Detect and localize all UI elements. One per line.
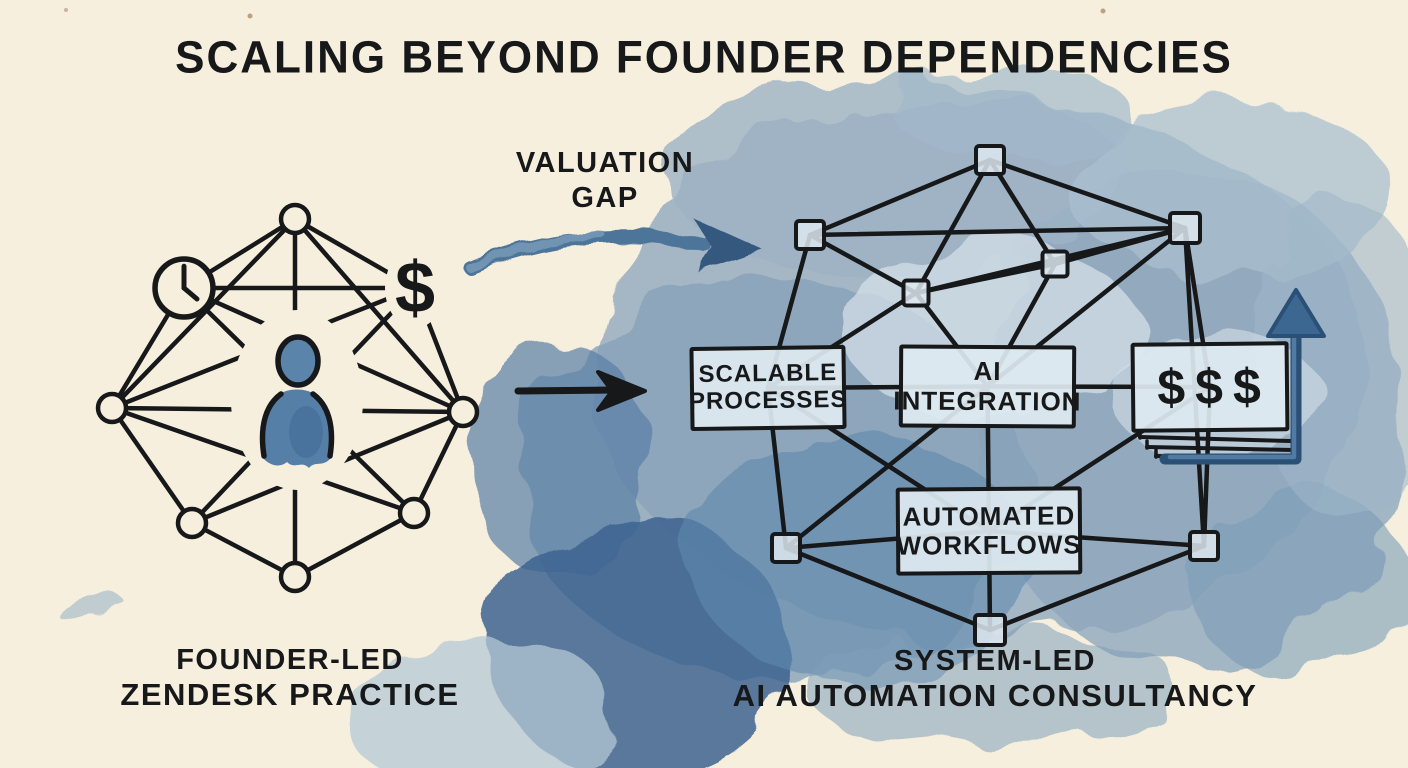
growth-arrow-icon [1159,288,1326,465]
left-caption-line1: FOUNDER-LED [176,644,404,676]
scalable-processes-line2: PROCESSES [688,385,848,416]
dollar-icon: $ [394,248,436,328]
left-caption-line2: ZENDESK PRACTICE [120,677,460,712]
transition-arrow-icon [514,370,647,412]
automated-workflows-line2: WORKFLOWS [896,529,1082,561]
valuation-gap-line1: VALUATION [515,147,695,179]
valuation-gap-arrow-icon [463,218,762,275]
system-network-nodes [770,144,1220,647]
valuation-gap-label: VALUATION GAP [470,146,740,216]
page-title: SCALING BEYOND FOUNDER DEPENDENCIES [175,32,1233,83]
ai-integration-box: AI INTEGRATION [893,344,1082,429]
right-caption-line2: AI AUTOMATION CONSULTANCY [732,678,1258,713]
dollar-halo [385,248,445,328]
clock-icon [152,256,216,320]
right-caption: SYSTEM-LED AI AUTOMATION CONSULTANCY [700,644,1290,714]
founder-network-nodes [95,202,480,594]
right-caption-line1: SYSTEM-LED [894,645,1096,677]
automated-workflows-line1: AUTOMATED [902,500,1076,532]
automated-workflows-box: AUTOMATED WORKFLOWS [895,486,1083,576]
money-box: $$$ [1130,341,1290,433]
money-label: $$$ [1156,358,1272,416]
scalable-processes-box: SCALABLE PROCESSES [688,344,848,432]
founder-person-icon [259,334,335,468]
ai-integration-line2: INTEGRATION [893,385,1082,416]
left-caption: FOUNDER-LED ZENDESK PRACTICE [80,643,500,713]
scalable-processes-line1: SCALABLE [698,359,838,389]
valuation-gap-line2: GAP [571,182,639,214]
paper-specks [64,8,1106,19]
ai-integration-line1: AI [973,356,1002,387]
